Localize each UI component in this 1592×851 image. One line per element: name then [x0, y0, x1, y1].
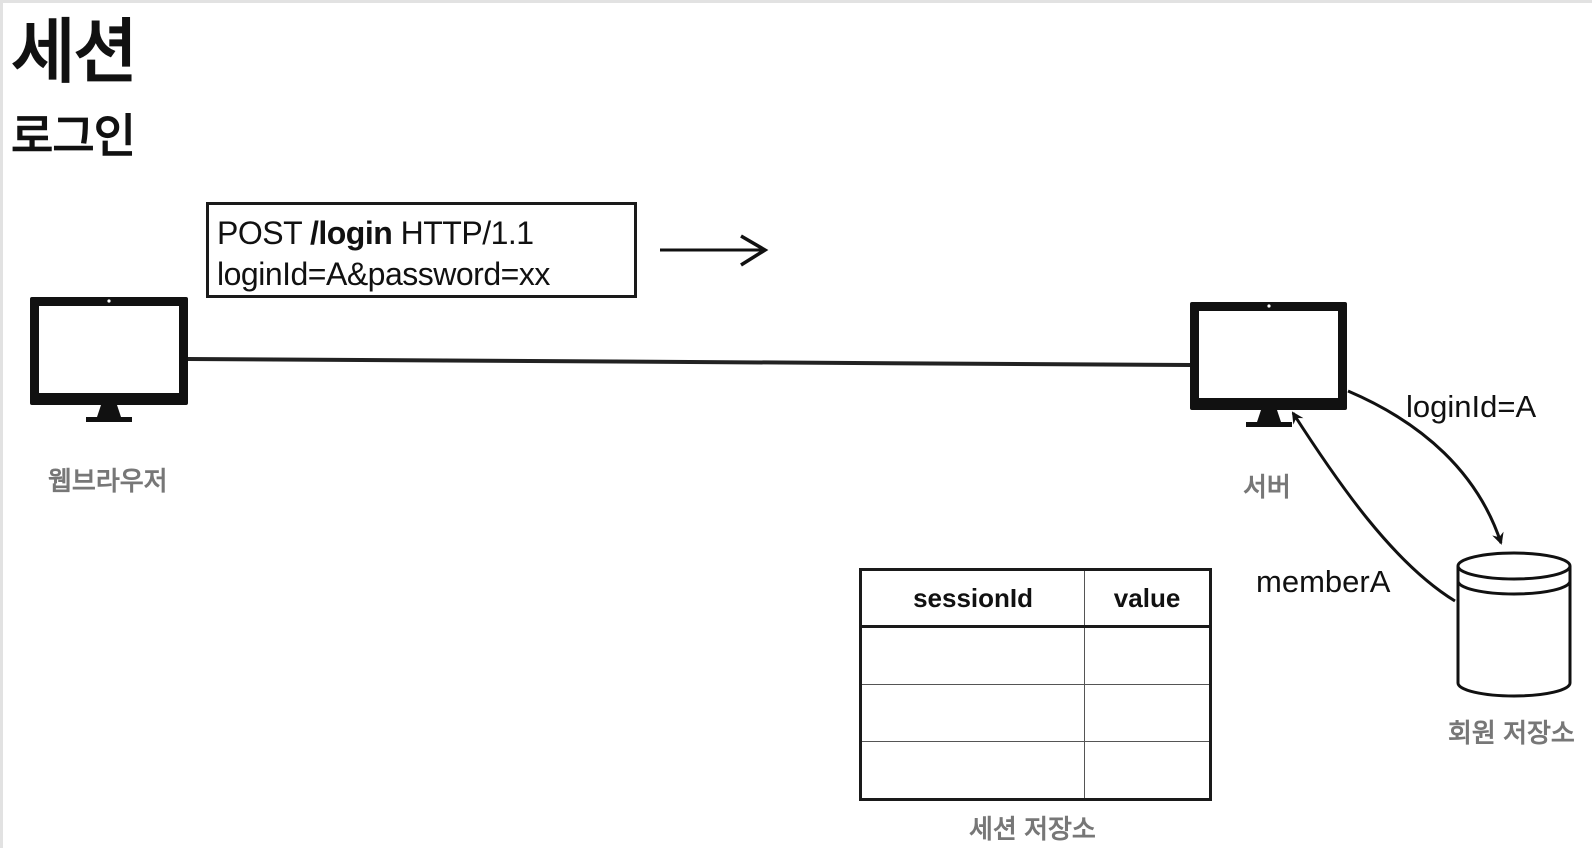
table-cell [859, 626, 1086, 685]
database-cylinder-icon [1456, 551, 1572, 698]
table-header-row: sessionId value [859, 569, 1211, 628]
edge-label-login-id: loginId=A [1406, 389, 1537, 424]
table-cell [859, 741, 1086, 800]
request-path: /login [309, 215, 393, 251]
request-method: POST [217, 215, 302, 251]
server-label: 서버 [1243, 472, 1291, 502]
table-cell [1084, 741, 1211, 800]
column-header-session-id: sessionId [859, 569, 1086, 628]
table-cell [1084, 626, 1211, 685]
session-store-table: sessionId value [859, 568, 1212, 801]
table-row [859, 684, 1211, 742]
connection-line [187, 357, 1192, 367]
table-row [859, 741, 1211, 800]
table-cell [859, 684, 1086, 742]
arrow-store-to-server [1291, 411, 1456, 603]
browser-label: 웹브라우저 [48, 466, 168, 496]
table-cell [1084, 684, 1211, 742]
http-request-box: POST /login HTTP/1.1 loginId=A&password=… [206, 202, 637, 298]
arrow-server-to-store [1347, 389, 1504, 545]
request-arrow [660, 234, 769, 267]
browser-monitor-icon [30, 297, 188, 422]
request-line: POST /login HTTP/1.1 [217, 213, 634, 254]
page-title: 세션 [11, 11, 138, 93]
edge-label-member: memberA [1256, 564, 1391, 599]
request-protocol: HTTP/1.1 [400, 215, 534, 251]
session-store-label: 세션 저장소 [969, 814, 1096, 844]
table-row [859, 626, 1211, 685]
diagram-graphics [30, 234, 1572, 698]
column-header-value: value [1084, 569, 1211, 628]
member-store-label: 회원 저장소 [1448, 718, 1575, 748]
request-body: loginId=A&password=xx [217, 256, 550, 292]
page-subtitle: 로그인 [11, 109, 136, 163]
server-monitor-icon [1190, 302, 1347, 427]
